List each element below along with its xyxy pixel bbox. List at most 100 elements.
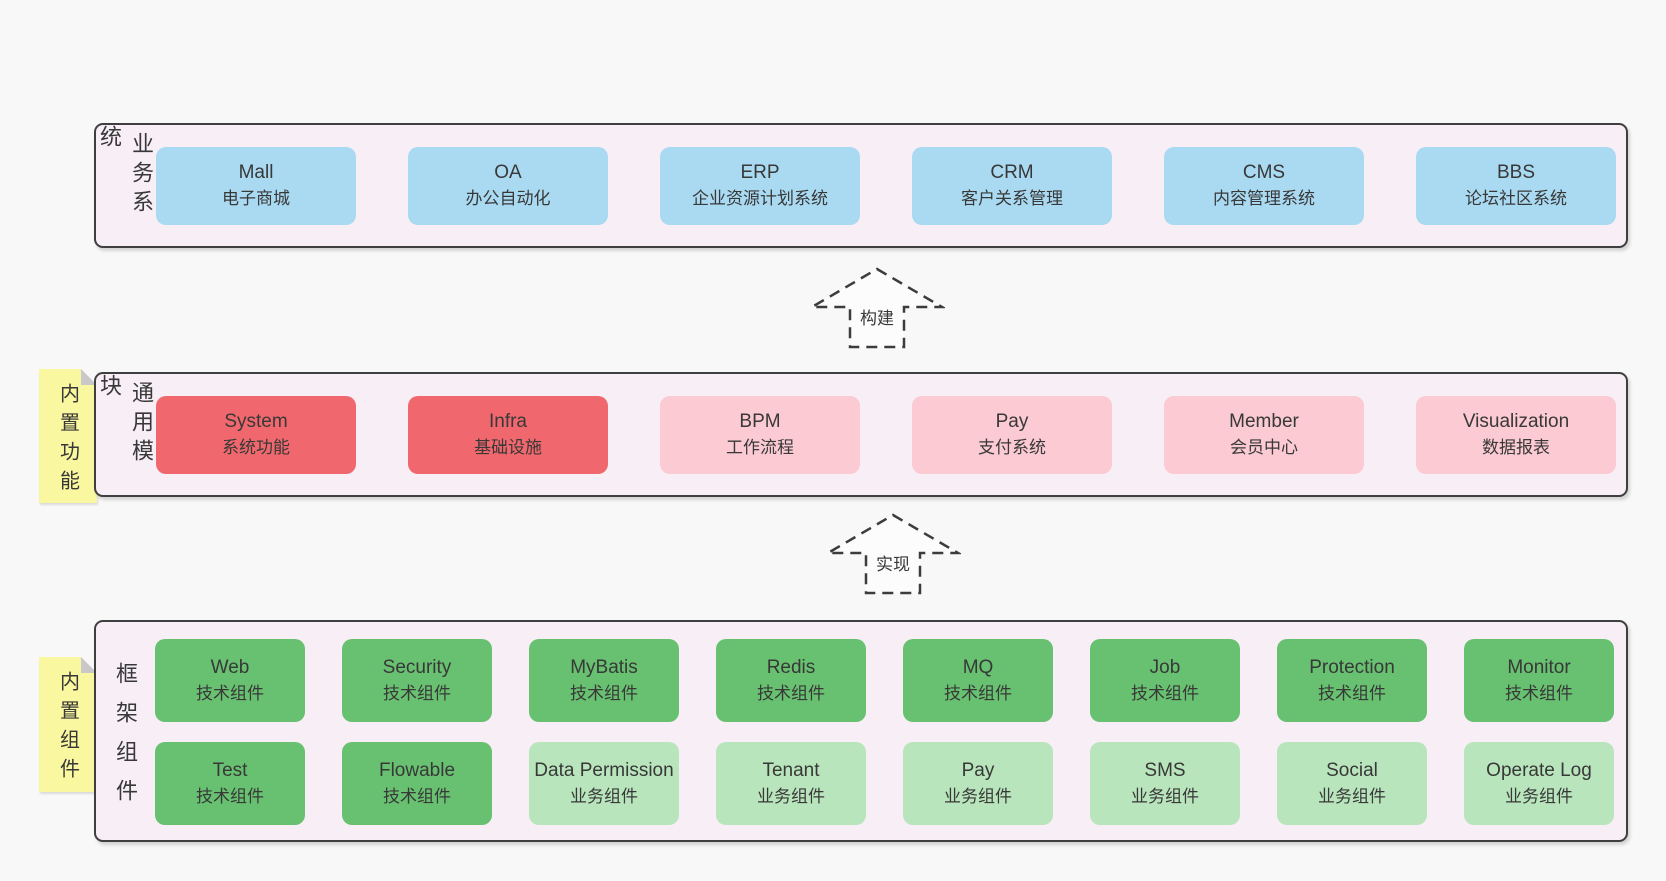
sticky-note-built-in-features: 内置功能: [39, 369, 97, 503]
box-subtitle: 工作流程: [726, 437, 794, 457]
box-data-permission: Data Permission 业务组件: [529, 742, 679, 825]
box-subtitle: 业务组件: [1505, 786, 1573, 806]
sticky-note-built-in-components: 内置组件: [39, 657, 97, 792]
box-test: Test 技术组件: [155, 742, 305, 825]
box-subtitle: 客户关系管理: [961, 188, 1063, 208]
box-subtitle: 技术组件: [1318, 683, 1386, 703]
box-subtitle: 技术组件: [383, 683, 451, 703]
box-subtitle: 企业资源计划系统: [692, 188, 828, 208]
box-title: System: [224, 411, 288, 433]
box-title: Monitor: [1507, 657, 1571, 679]
box-title: BPM: [739, 411, 781, 433]
box-social: Social 业务组件: [1277, 742, 1427, 825]
box-title: Infra: [488, 411, 528, 433]
box-subtitle: 会员中心: [1230, 437, 1298, 457]
business-systems-boxes: Mall 电子商城 OA 办公自动化 ERP 企业资源计划系统 CRM 客户关系…: [156, 125, 1616, 246]
box-cms: CMS 内容管理系统: [1164, 146, 1364, 225]
arrow-shape: [809, 267, 945, 349]
arrow-build: 构建: [809, 267, 945, 349]
box-title: ERP: [740, 162, 780, 184]
box-title: SMS: [1144, 760, 1186, 782]
box-subtitle: 技术组件: [944, 683, 1012, 703]
box-mybatis: MyBatis 技术组件: [529, 639, 679, 722]
box-member: Member 会员中心: [1164, 395, 1364, 474]
box-title: Visualization: [1462, 411, 1570, 433]
box-title: Flowable: [378, 760, 456, 782]
box-subtitle: 业务组件: [570, 786, 638, 806]
box-title: MyBatis: [570, 657, 638, 679]
box-subtitle: 技术组件: [570, 683, 638, 703]
layer-label-framework-components: 框架组件: [113, 661, 138, 818]
arrow-label: 构建: [860, 309, 894, 328]
box-mq: MQ 技术组件: [903, 639, 1053, 722]
box-system: System 系统功能: [156, 395, 356, 474]
layer-business-systems: 业务系统 Mall 电子商城 OA 办公自动化 ERP 企业资源计划系统 CRM…: [94, 123, 1628, 248]
box-subtitle: 技术组件: [196, 683, 264, 703]
box-title: Pay: [961, 760, 995, 782]
layer-label-business-systems: 业务系统: [97, 125, 154, 219]
box-subtitle: 基础设施: [474, 437, 542, 457]
box-subtitle: 业务组件: [1318, 786, 1386, 806]
sticky-note-label: 内置功能: [56, 382, 79, 499]
framework-components-row-1: Web 技术组件 Security 技术组件 MyBatis 技术组件 Redi…: [155, 639, 1614, 722]
box-subtitle: 内容管理系统: [1213, 188, 1315, 208]
box-crm: CRM 客户关系管理: [912, 146, 1112, 225]
arrow-shape: [825, 513, 961, 595]
box-subtitle: 业务组件: [1131, 786, 1199, 806]
box-title: CMS: [1242, 162, 1286, 184]
box-title: Data Permission: [534, 760, 674, 782]
box-title: Job: [1149, 657, 1181, 679]
box-title: OA: [494, 162, 522, 184]
box-subtitle: 业务组件: [757, 786, 825, 806]
box-pay-business: Pay 业务组件: [903, 742, 1053, 825]
framework-components-rows: Web 技术组件 Security 技术组件 MyBatis 技术组件 Redi…: [155, 639, 1614, 825]
box-title: Web: [210, 657, 250, 679]
box-subtitle: 办公自动化: [465, 188, 551, 208]
box-subtitle: 技术组件: [757, 683, 825, 703]
box-erp: ERP 企业资源计划系统: [660, 146, 860, 225]
layer-framework-components: 框架组件 Web 技术组件 Security 技术组件 MyBatis 技术组件…: [94, 620, 1628, 842]
box-title: CRM: [990, 162, 1034, 184]
box-title: Mall: [238, 162, 274, 184]
arrow-implement: 实现: [825, 513, 961, 595]
box-title: Social: [1326, 760, 1378, 782]
box-subtitle: 电子商城: [222, 188, 290, 208]
layer-label-common-modules: 通用模块: [97, 374, 154, 468]
box-protection: Protection 技术组件: [1277, 639, 1427, 722]
box-title: Member: [1229, 411, 1299, 433]
box-title: Security: [382, 657, 452, 679]
box-title: Tenant: [762, 760, 820, 782]
box-title: Operate Log: [1486, 760, 1592, 782]
common-modules-boxes: System 系统功能 Infra 基础设施 BPM 工作流程 Pay 支付系统…: [156, 374, 1616, 495]
box-visualization: Visualization 数据报表: [1416, 395, 1616, 474]
box-pay: Pay 支付系统: [912, 395, 1112, 474]
box-subtitle: 技术组件: [1131, 683, 1199, 703]
box-title: Test: [212, 760, 248, 782]
box-web: Web 技术组件: [155, 639, 305, 722]
box-subtitle: 技术组件: [196, 786, 264, 806]
box-subtitle: 技术组件: [1505, 683, 1573, 703]
box-title: Pay: [995, 411, 1029, 433]
box-subtitle: 技术组件: [383, 786, 451, 806]
box-sms: SMS 业务组件: [1090, 742, 1240, 825]
box-title: MQ: [962, 657, 994, 679]
box-flowable: Flowable 技术组件: [342, 742, 492, 825]
box-oa: OA 办公自动化: [408, 146, 608, 225]
box-title: Redis: [766, 657, 816, 679]
box-monitor: Monitor 技术组件: [1464, 639, 1614, 722]
box-bpm: BPM 工作流程: [660, 395, 860, 474]
box-subtitle: 论坛社区系统: [1465, 188, 1567, 208]
layer-common-modules: 通用模块 System 系统功能 Infra 基础设施 BPM 工作流程 Pay…: [94, 372, 1628, 497]
box-job: Job 技术组件: [1090, 639, 1240, 722]
sticky-note-label: 内置组件: [56, 671, 79, 787]
box-title: BBS: [1496, 162, 1536, 184]
box-tenant: Tenant 业务组件: [716, 742, 866, 825]
box-subtitle: 支付系统: [978, 437, 1046, 457]
box-security: Security 技术组件: [342, 639, 492, 722]
box-subtitle: 系统功能: [222, 437, 290, 457]
box-redis: Redis 技术组件: [716, 639, 866, 722]
box-subtitle: 业务组件: [944, 786, 1012, 806]
box-infra: Infra 基础设施: [408, 395, 608, 474]
box-mall: Mall 电子商城: [156, 146, 356, 225]
